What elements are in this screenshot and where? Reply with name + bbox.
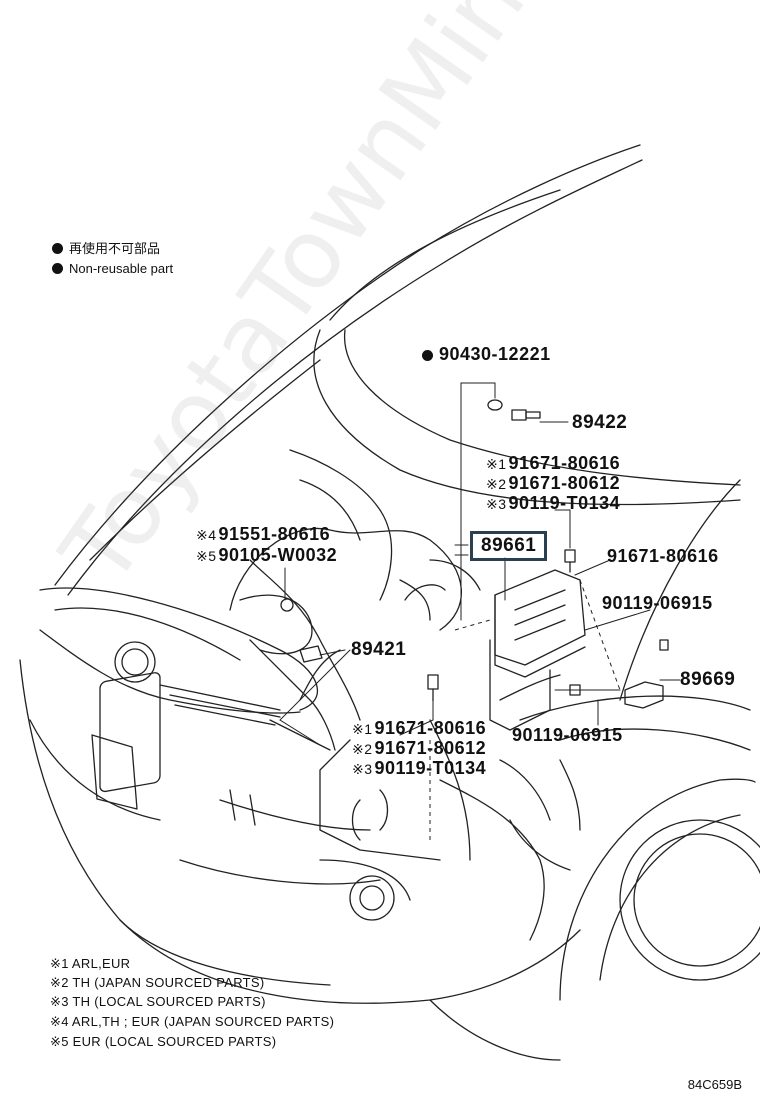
non-reusable-dot-icon (52, 243, 63, 254)
part-label-90119-06915-right[interactable]: 90119-06915 (602, 593, 713, 613)
footnote-5: ※5 EUR (LOCAL SOURCED PARTS) (50, 1034, 277, 1049)
license-plate (99, 672, 161, 793)
footnote-4: ※4 ARL,TH ; EUR (JAPAN SOURCED PARTS) (50, 1014, 335, 1029)
footnote-3: ※3 TH (LOCAL SOURCED PARTS) (50, 994, 266, 1009)
hood-outline (54, 144, 641, 586)
non-reusable-dot-icon (422, 350, 433, 361)
part-label-89422[interactable]: 89422 (572, 412, 628, 433)
part-label-90430-12221[interactable]: 90430-12221 (422, 344, 551, 364)
right-fender (619, 479, 741, 701)
part-label-90119-06915-bottom[interactable]: 90119-06915 (512, 725, 623, 745)
part-label-89421[interactable]: 89421 (351, 639, 407, 660)
legend-item-japanese: 再使用不可部品 (52, 241, 160, 257)
bracket-89669 (624, 681, 664, 709)
legend-item-english: Non-reusable part (52, 261, 173, 277)
part-label-91671-80616-right[interactable]: 91671-80616 (607, 546, 719, 566)
front-wheel-arch (559, 778, 756, 1001)
footnote-1: ※1 ARL,EUR (50, 956, 131, 971)
sensor-89421 (299, 645, 323, 663)
non-reusable-dot-icon (52, 263, 63, 274)
ecu-assembly (494, 569, 586, 666)
part-label-89661-ecu[interactable]: 89661 (470, 531, 548, 561)
front-bumper (19, 659, 581, 1004)
part-label-89669[interactable]: 89669 (680, 669, 736, 690)
diagram-code: 84C659B (687, 1077, 742, 1092)
fog-lamp (349, 875, 395, 921)
footnote-2: ※2 TH (JAPAN SOURCED PARTS) (50, 975, 265, 990)
headlight (39, 587, 318, 711)
